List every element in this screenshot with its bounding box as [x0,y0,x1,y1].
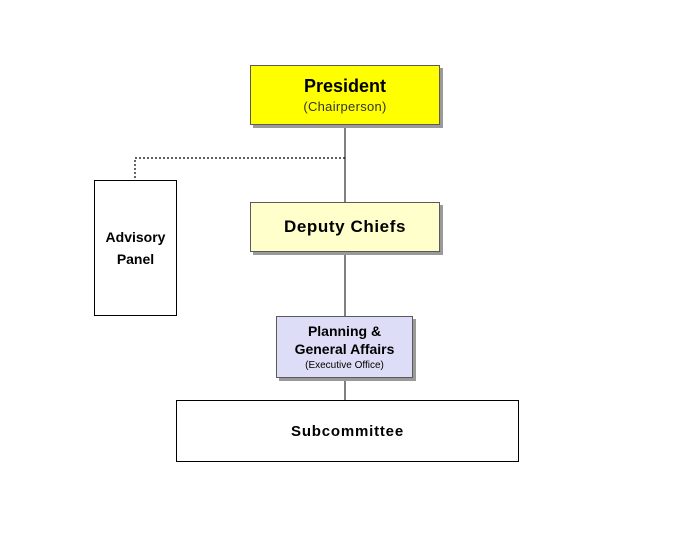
planning-note: (Executive Office) [305,360,384,371]
advisory-panel-box: Advisory Panel [94,180,177,316]
deputy-chiefs-box: Deputy Chiefs [250,202,440,252]
president-box: President (Chairperson) [250,65,440,125]
planning-line1: Planning & [307,323,382,339]
planning-line2: General Affairs [294,341,395,357]
president-title: President [303,75,387,96]
planning-general-affairs-box: Planning & General Affairs (Executive Of… [276,316,413,378]
president-subtitle: (Chairperson) [303,98,387,114]
advisory-line1: Advisory [105,229,166,245]
deputy-title: Deputy Chiefs [283,217,407,236]
subcommittee-box: Subcommittee [176,400,519,462]
advisory-line2: Panel [116,251,155,267]
subcommittee-title: Subcommittee [291,422,404,440]
advisory-dotted-connector [134,157,345,180]
